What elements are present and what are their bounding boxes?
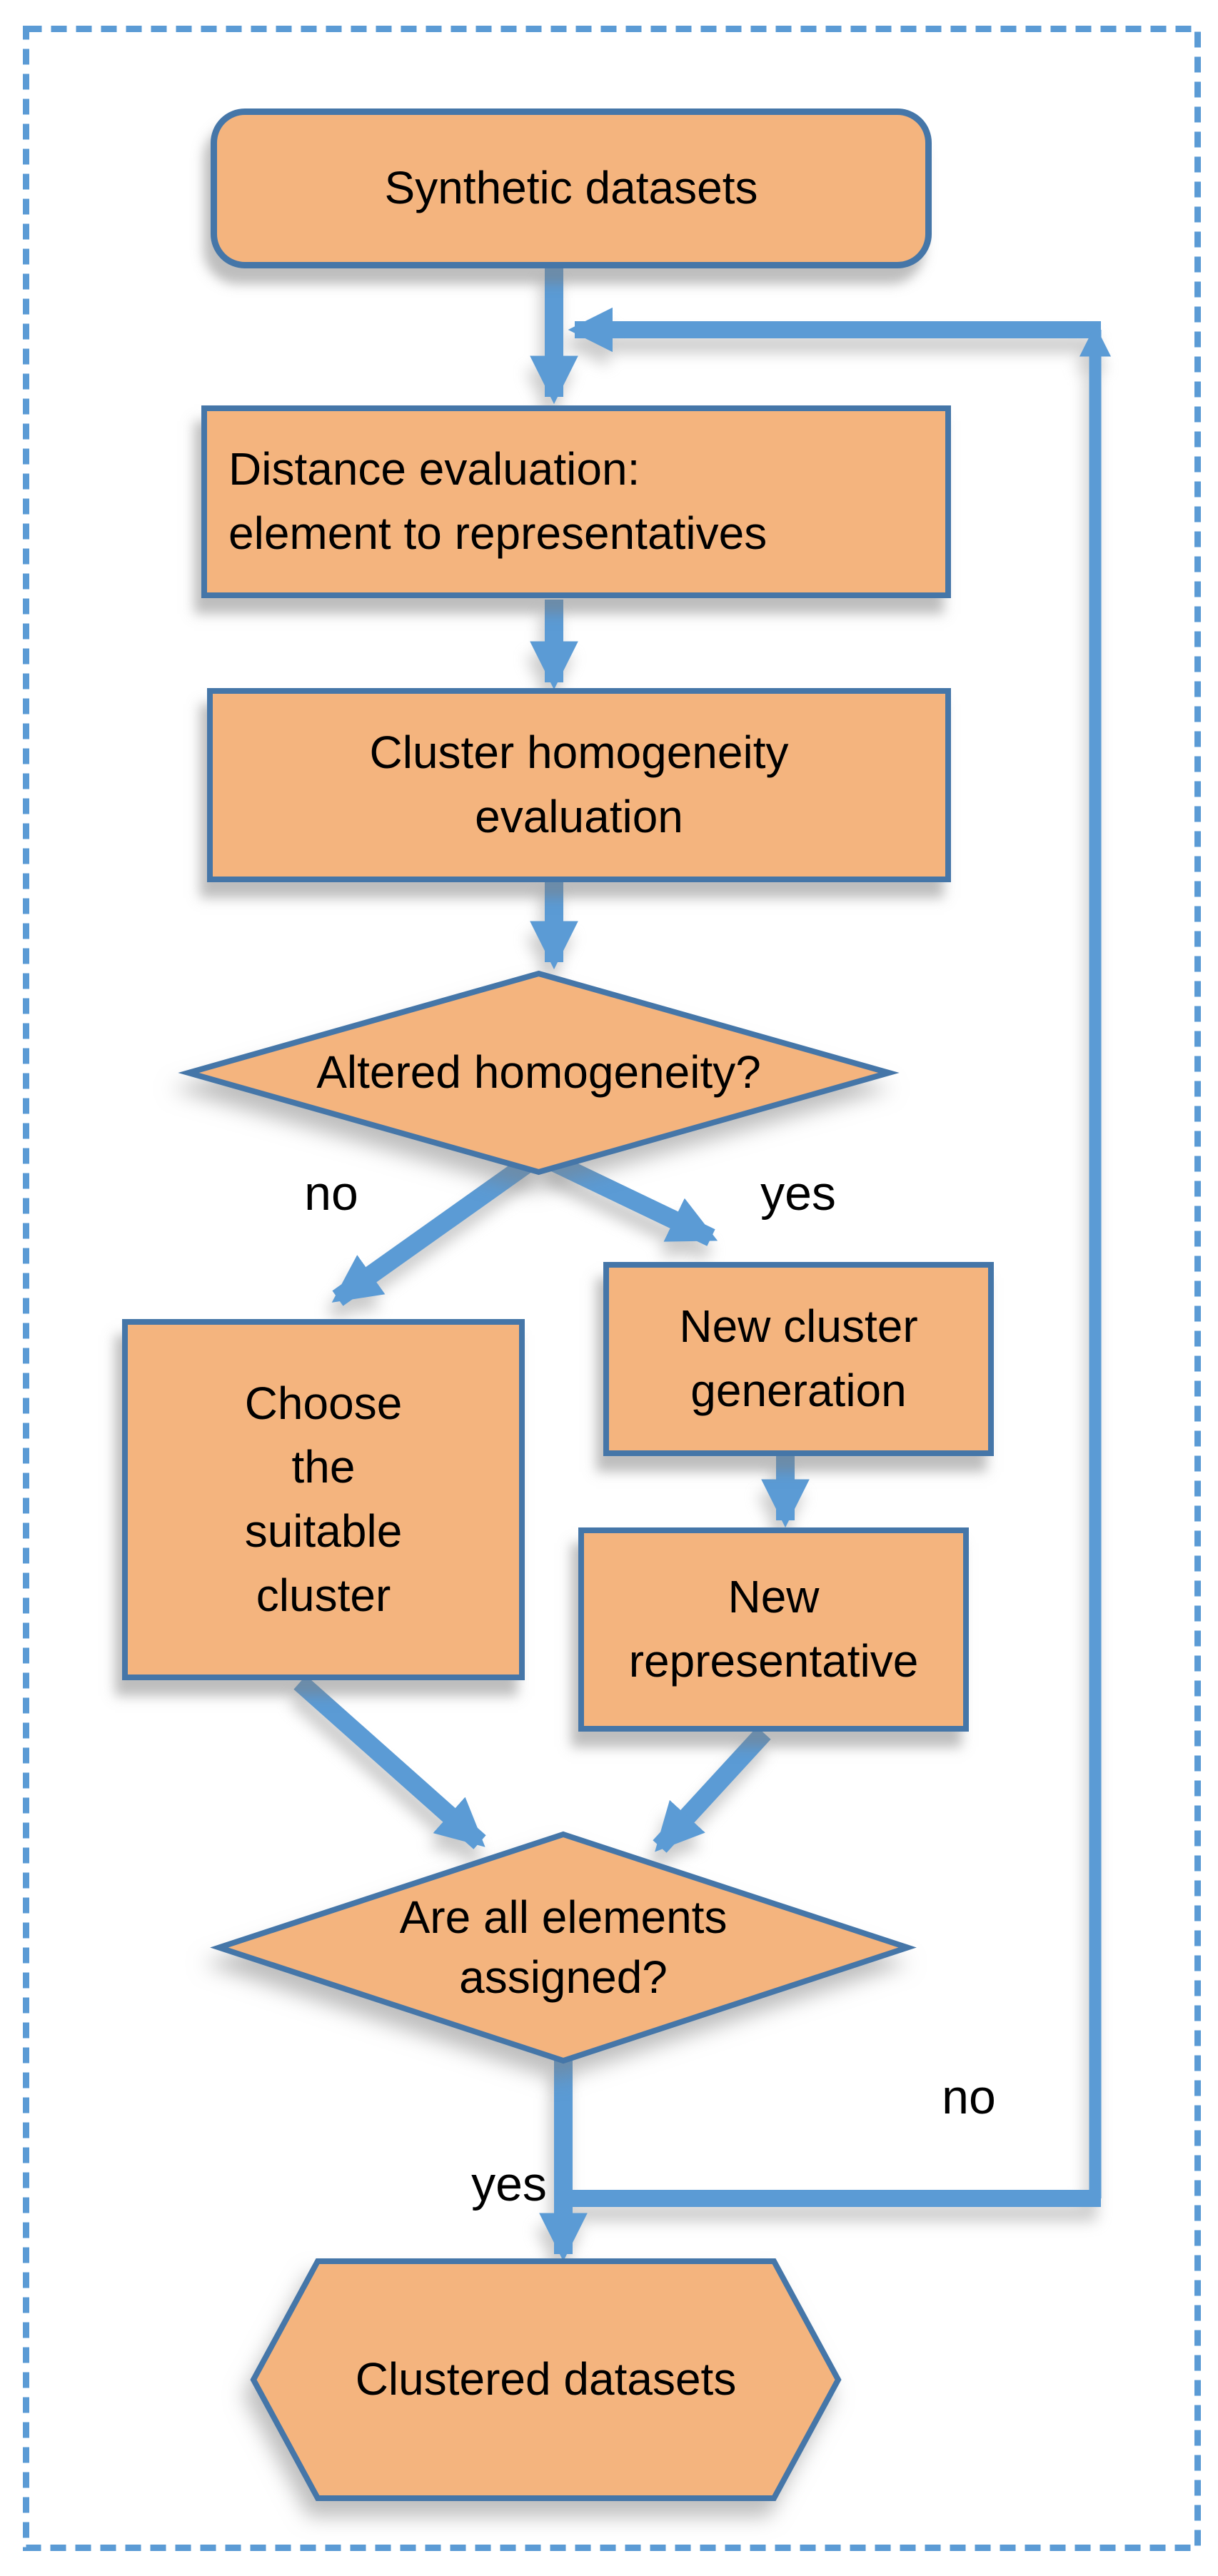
node-label: New representative <box>628 1571 919 1687</box>
node-cluster-homogeneity-evaluation: Cluster homogeneity evaluation <box>207 688 951 882</box>
diamond-altered-homogeneity <box>178 970 900 1176</box>
node-label: Distance evaluation: element to represen… <box>228 443 767 559</box>
dashed-frame-border <box>23 26 1201 2551</box>
node-label: Cluster homogeneity evaluation <box>369 727 789 842</box>
diamond-shape <box>178 970 900 1176</box>
node-label: Choose the suitable cluster <box>244 1377 403 1621</box>
node-synthetic-datasets: Synthetic datasets <box>211 108 932 268</box>
edge-label-assigned-yes: yes <box>471 2157 547 2211</box>
arrow-newrep-to-assigned <box>653 1727 771 1853</box>
hexagon-shape <box>250 2258 842 2501</box>
hexagon-clustered-datasets <box>250 2258 842 2501</box>
edge-label-altered-yes: yes <box>760 1166 836 1221</box>
node-new-cluster-generation: New cluster generation <box>603 1262 994 1456</box>
node-new-representative: New representative <box>578 1527 969 1732</box>
edge-label-assigned-no: no <box>942 2070 996 2124</box>
node-label: Synthetic datasets <box>384 162 758 214</box>
diamond-shape <box>210 1831 917 2064</box>
node-distance-evaluation: Distance evaluation: element to represen… <box>201 405 951 598</box>
diamond-are-all-elements-assigned <box>210 1831 917 2064</box>
arrow-altered-no-to-choose <box>331 1154 535 1306</box>
node-label: New cluster generation <box>679 1300 918 1416</box>
node-choose-suitable-cluster: Choose the suitable cluster <box>122 1319 525 1680</box>
arrow-choose-to-assigned <box>293 1675 486 1849</box>
edge-label-altered-no: no <box>304 1166 358 1221</box>
arrow-altered-yes-to-newcluster <box>549 1153 718 1246</box>
